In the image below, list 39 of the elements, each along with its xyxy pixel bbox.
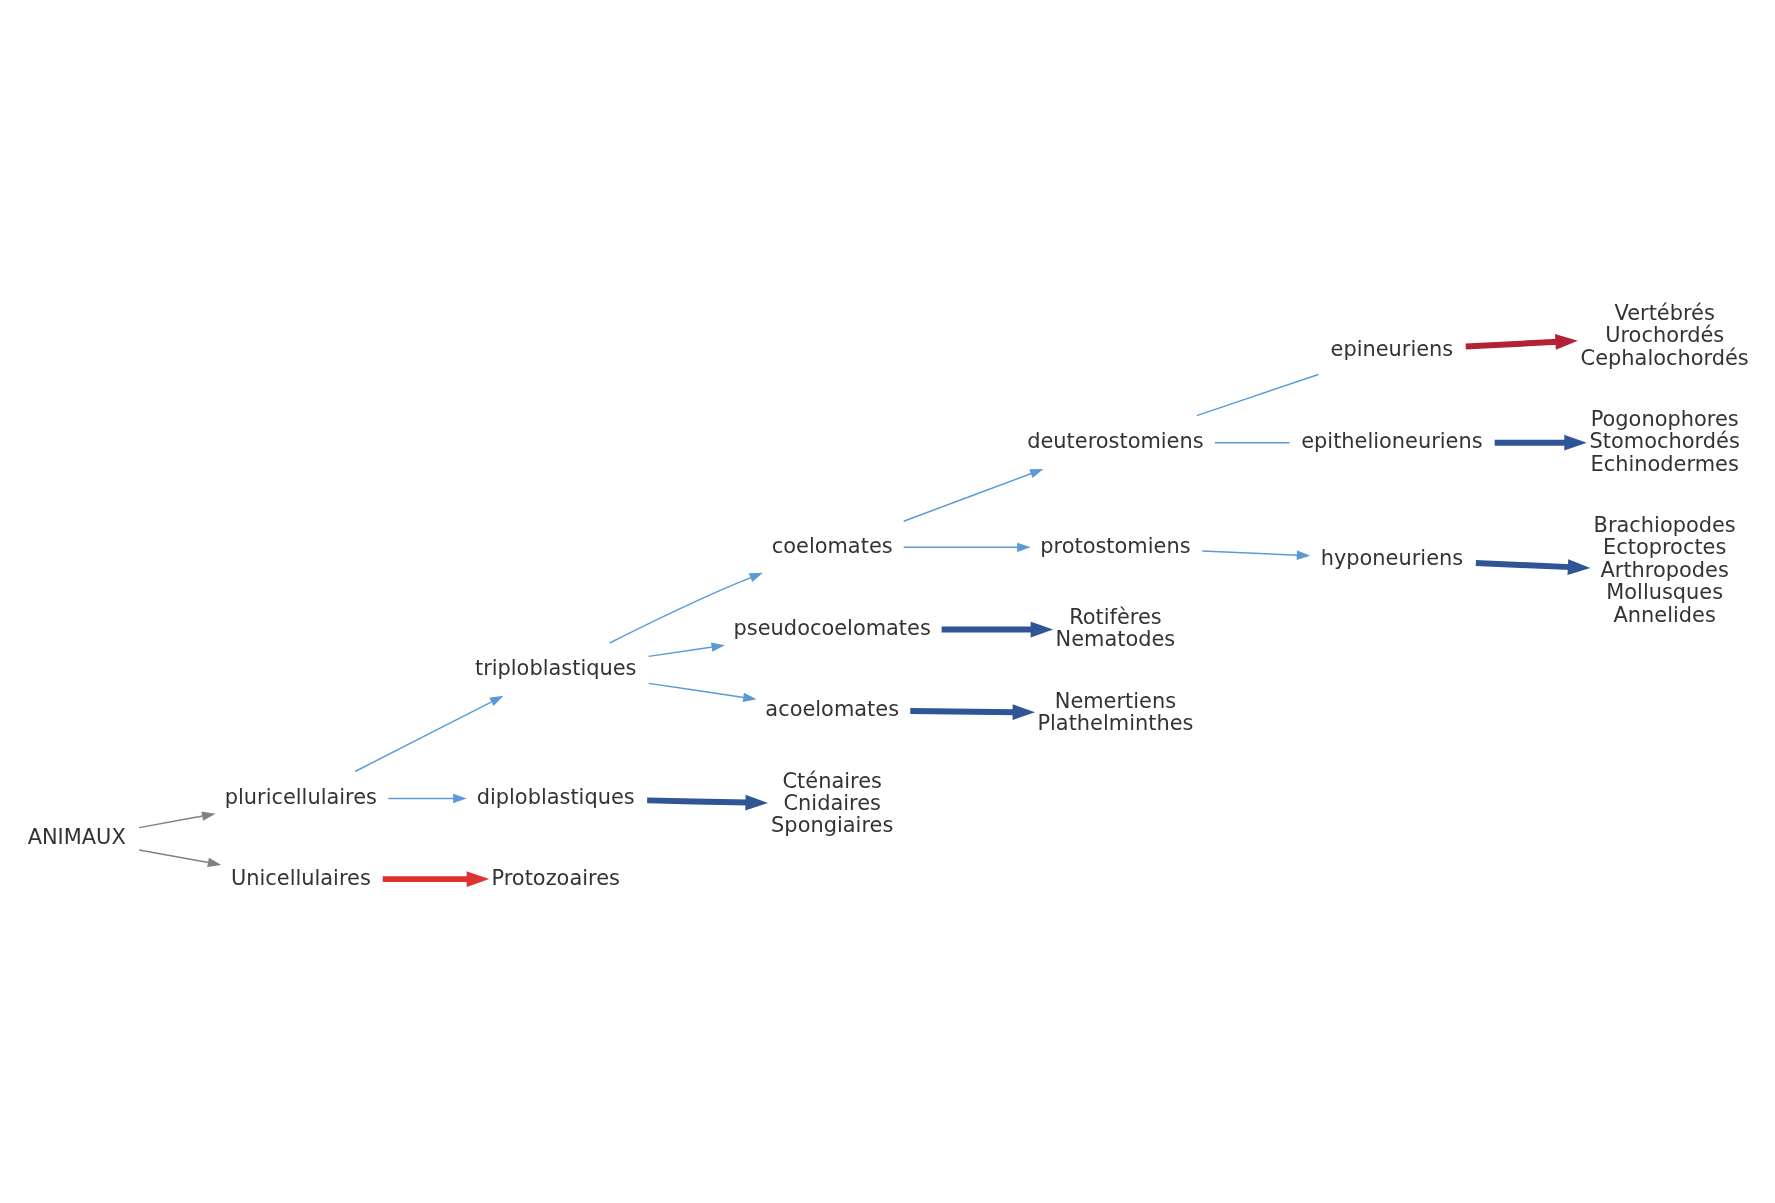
arrow [647, 794, 768, 811]
node-text: triploblastiques [474, 656, 637, 681]
node-text: pluricellulaires [224, 784, 378, 809]
node-text: acoelomates [765, 696, 900, 721]
arrow [902, 468, 1044, 522]
arrow [609, 572, 763, 644]
arrow [647, 682, 757, 702]
arrow [138, 849, 222, 868]
node-text: epineuriens [1330, 336, 1454, 361]
node-text: diploblastiques [476, 784, 635, 809]
node-text: hyponeuriens [1320, 545, 1464, 570]
arrow [910, 704, 1036, 721]
node-text: pseudocoelomates [733, 616, 931, 641]
node-text: Unicellulaires [230, 865, 371, 890]
node-text: epithelioneuriens [1301, 429, 1483, 454]
arrow [382, 871, 490, 887]
node-text: coelomates [771, 533, 893, 558]
node-text: Cténaires Cnidaires Spongiaires [771, 768, 894, 838]
node-text: ANIMAUX [27, 825, 126, 850]
node-text: protostomiens [1040, 533, 1191, 558]
arrow [387, 793, 467, 804]
node-text: Rotifères Nematodes [1055, 604, 1176, 652]
node-text: Brachiopodes Ectoproctes Arthropodes Mollusques Annelides [1593, 512, 1736, 627]
arrow [1475, 559, 1591, 575]
connector [1196, 373, 1320, 417]
arrow [1494, 434, 1587, 451]
arrow [941, 621, 1054, 638]
node-text: deuterostomiens [1027, 429, 1204, 454]
arrow [902, 542, 1031, 553]
connector [1214, 441, 1291, 444]
node-text: Pogonophores Stomochordés Echinodermes [1589, 406, 1740, 476]
arrow [647, 642, 725, 658]
arrow [138, 811, 216, 829]
node-text: Nemertiens Plathelminthes [1037, 688, 1194, 735]
node-text: Vertébrés Urochordés Cephalochordés [1580, 300, 1749, 370]
arrow [1201, 550, 1311, 560]
arrow [354, 695, 504, 773]
arrow [1465, 334, 1578, 350]
node-text: Protozoaires [491, 865, 620, 890]
